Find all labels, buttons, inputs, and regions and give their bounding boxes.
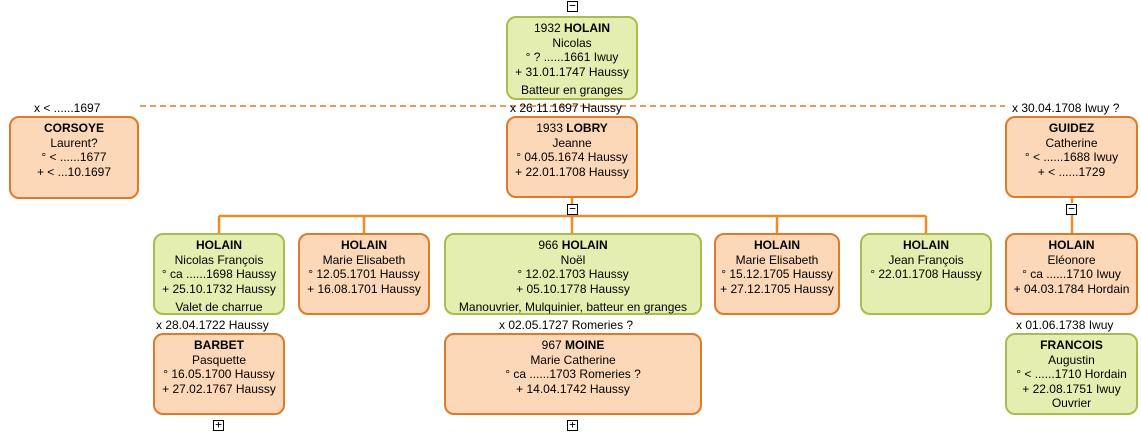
expand-toggle-moine[interactable]: + <box>567 419 578 431</box>
given-name: Pasquette <box>191 352 247 367</box>
marriage-label-right: x 30.04.1708 Iwuy ? <box>1012 101 1120 115</box>
given-name: Eléonore <box>1047 252 1096 267</box>
person-name: GUIDEZ <box>1048 121 1095 135</box>
person-name: HOLAIN <box>1048 238 1095 252</box>
given-name: Marie Elisabeth <box>322 252 406 267</box>
expand-toggle-barbet[interactable]: + <box>213 419 224 431</box>
person-name: BARBET <box>194 338 244 352</box>
death: + 25.10.1732 Haussy <box>162 281 276 296</box>
occupation: Ouvrier <box>1051 396 1092 410</box>
marriage-label-left: x < ......1697 <box>34 101 101 115</box>
given-name: Nicolas <box>552 35 592 50</box>
birth: ° 16.05.1700 Haussy <box>163 367 275 381</box>
birth: ° 22.01.1708 Haussy <box>870 267 982 281</box>
person-card-francois[interactable]: FRANCOIS Augustin ° < ......1710 Hordain… <box>1005 333 1138 415</box>
person-name: HOLAIN <box>903 238 949 252</box>
person-card-husband[interactable]: 1932 HOLAIN Nicolas ° ? ......1661 Iwuy … <box>506 16 638 100</box>
death: + < ......1729 <box>1037 164 1106 179</box>
birth: ° 15.12.1705 Haussy <box>721 267 833 281</box>
person-name: 1932 HOLAIN <box>533 21 611 35</box>
person-card-barbet[interactable]: BARBET Pasquette ° 16.05.1700 Haussy + 2… <box>153 333 285 415</box>
given-name: Marie Elisabeth <box>735 252 819 267</box>
person-card-child-1[interactable]: HOLAIN Nicolas François ° ca ......1698 … <box>153 233 285 315</box>
person-card-child-5[interactable]: HOLAIN Jean François ° 22.01.1708 Haussy <box>860 233 992 315</box>
collapse-toggle-top[interactable]: − <box>567 0 578 12</box>
given-name: Nicolas François <box>174 252 264 267</box>
occupation: Manouvrier, Mulquinier, batteur en grang… <box>458 300 688 314</box>
person-card-guidez[interactable]: GUIDEZ Catherine ° < ......1688 Iwuy + <… <box>1005 116 1138 198</box>
birth: ° < ......1710 Hordain <box>1016 367 1127 381</box>
given-name: Laurent? <box>50 135 98 150</box>
person-card-eleonore[interactable]: HOLAIN Eléonore ° ca ......1710 Iwuy + 0… <box>1005 233 1138 315</box>
person-name: HOLAIN <box>754 238 800 252</box>
person-card-moine[interactable]: 967 MOINE Marie Catherine ° ca ......170… <box>444 333 702 415</box>
birth: ° ca ......1703 Romeries ? <box>505 367 641 381</box>
occupation: Batteur en granges <box>520 83 624 97</box>
person-card-wife[interactable]: 1933 LOBRY Jeanne ° 04.05.1674 Haussy + … <box>506 116 638 198</box>
death: + 04.03.1784 Hordain <box>1013 281 1130 296</box>
person-name: CORSOYE <box>43 121 104 135</box>
person-name: 967 MOINE <box>541 338 605 352</box>
birth: ° ca ......1698 Haussy <box>161 267 277 281</box>
person-card-child-3[interactable]: 966 HOLAIN Noël ° 12.02.1703 Haussy + 05… <box>444 233 702 315</box>
given-name: Jean François <box>888 252 964 267</box>
given-name: Marie Catherine <box>530 352 616 367</box>
death: + 16.08.1701 Haussy <box>307 281 421 296</box>
person-card-child-4[interactable]: HOLAIN Marie Elisabeth ° 15.12.1705 Haus… <box>714 233 840 315</box>
marriage-label-moine: x 02.05.1727 Romeries ? <box>499 318 634 332</box>
birth: ° < ......1677 <box>41 150 107 164</box>
given-name: Noël <box>560 252 586 267</box>
person-name: HOLAIN <box>196 238 242 252</box>
collapse-toggle-right[interactable]: − <box>1066 203 1077 215</box>
death: + 27.12.1705 Haussy <box>720 281 834 296</box>
death: + 22.01.1708 Haussy <box>515 164 629 179</box>
marriage-label-barbet: x 28.04.1722 Haussy <box>156 318 269 332</box>
person-name: HOLAIN <box>341 238 387 252</box>
given-name: Augustin <box>1048 352 1095 367</box>
birth: ° ca ......1710 Iwuy <box>1022 267 1121 281</box>
birth: ° 12.05.1701 Haussy <box>308 267 420 281</box>
death: + 31.01.1747 Haussy <box>515 64 629 79</box>
death: + 22.08.1751 Iwuy <box>1022 381 1121 396</box>
death: + 27.02.1767 Haussy <box>162 381 276 396</box>
death: + 14.04.1742 Haussy <box>516 381 630 396</box>
marriage-label-center: x 26.11.1697 Haussy <box>510 101 622 115</box>
person-name: 1933 LOBRY <box>536 121 608 135</box>
birth: ° < ......1688 Iwuy <box>1024 150 1119 164</box>
marriage-label-francois: x 01.06.1738 Iwuy <box>1016 318 1114 332</box>
birth: ° 12.02.1703 Haussy <box>517 267 629 281</box>
person-card-corsoye[interactable]: CORSOYE Laurent? ° < ......1677 + < ...1… <box>9 116 139 199</box>
person-card-child-2[interactable]: HOLAIN Marie Elisabeth ° 12.05.1701 Haus… <box>298 233 430 315</box>
person-name: 966 HOLAIN <box>538 238 608 252</box>
person-name: FRANCOIS <box>1040 338 1103 352</box>
birth: ° 04.05.1674 Haussy <box>516 150 628 164</box>
given-name: Catherine <box>1045 135 1098 150</box>
occupation: Valet de charrue <box>175 300 263 314</box>
collapse-toggle-children[interactable]: − <box>567 203 578 215</box>
death: + < ...10.1697 <box>36 164 112 179</box>
death: + 05.10.1778 Haussy <box>516 281 630 296</box>
given-name: Jeanne <box>552 135 592 150</box>
birth: ° ? ......1661 Iwuy <box>525 50 619 64</box>
